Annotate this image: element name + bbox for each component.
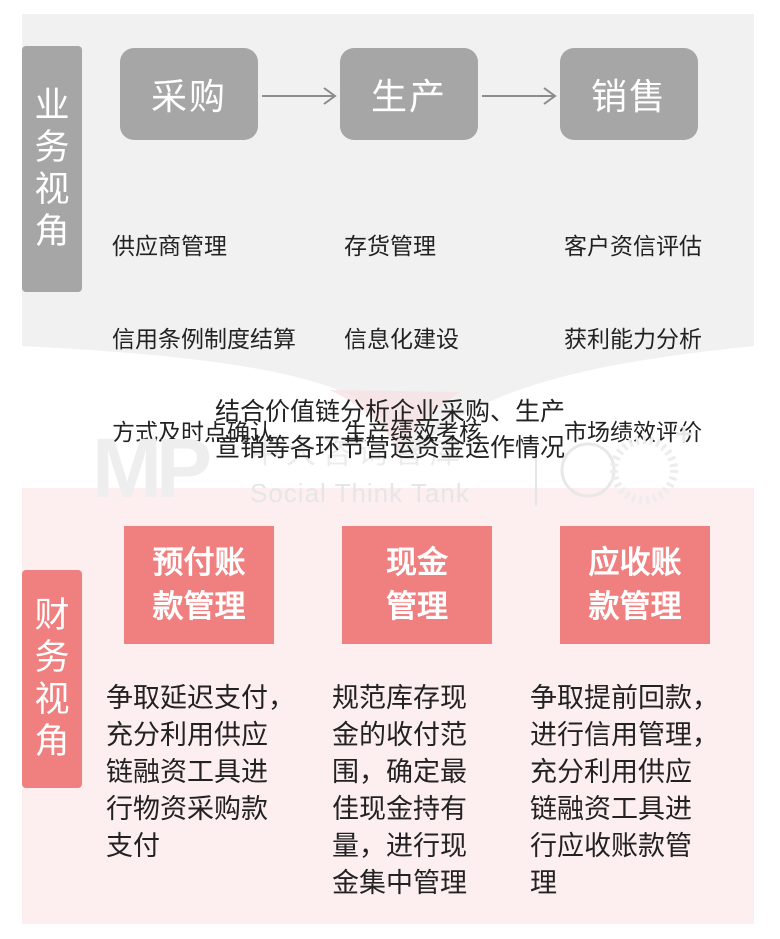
- business-perspective-label: 业 务 视 角: [22, 46, 82, 292]
- desc-line: 争取延迟支付，: [106, 683, 295, 714]
- desc-line: 链融资工具进: [530, 794, 692, 825]
- summary-text: 结合价值链分析企业采购、生产 宣销等各环节营运资金运作情况: [60, 394, 720, 466]
- list-item: 方式及时点确认: [112, 420, 273, 446]
- box-title-line: 预付账: [152, 545, 246, 581]
- side-char: 务: [34, 638, 70, 678]
- side-char: 业: [34, 86, 70, 126]
- side-char: 财: [34, 596, 70, 636]
- watermark-logo: MP: [92, 421, 212, 515]
- desc-line: 链融资工具进: [106, 757, 268, 788]
- funnel-connector: [22, 346, 754, 460]
- desc-line: 支付: [106, 831, 160, 862]
- watermark-chinese: 中大咨询智库: [250, 436, 466, 471]
- desc-line: 金的收付范: [332, 720, 467, 751]
- process-sales: 销售: [560, 48, 698, 140]
- desc-line: 进行信用管理，: [530, 720, 719, 751]
- list-item: 客户资信评估: [564, 234, 702, 260]
- list-item: 存货管理: [344, 234, 436, 260]
- box-title-line: 现金: [386, 545, 448, 581]
- summary-line: 宣销等各环节营运资金运作情况: [214, 433, 565, 462]
- process-production: 生产: [340, 48, 478, 140]
- desc-line: 金集中管理: [332, 868, 467, 899]
- watermark-english: Social Think Tank: [250, 478, 470, 508]
- arrow-right-icon: [262, 87, 337, 105]
- box-title-line: 管理: [386, 589, 448, 625]
- desc-line: 充分利用供应: [106, 720, 268, 751]
- box-title-line: 款管理: [152, 589, 246, 625]
- list-item: 信息化建设: [344, 327, 459, 353]
- desc-line: 规范库存现: [332, 683, 467, 714]
- cash-description: 规范库存现 金的收付范 围，确定最 佳现金持有 量，进行现 金集中管理: [332, 680, 467, 902]
- watermark-divider: [535, 440, 537, 506]
- box-title-line: 款管理: [588, 589, 682, 625]
- prepayment-management-box: 预付账 款管理: [124, 526, 274, 644]
- box-title-line: 应收账: [588, 545, 682, 581]
- prepayment-description: 争取延迟支付， 充分利用供应 链融资工具进 行物资采购款 支付: [106, 680, 295, 865]
- desc-line: 争取提前回款，: [530, 683, 719, 714]
- anniversary-mark-icon: [560, 426, 692, 504]
- side-char: 视: [34, 680, 70, 720]
- desc-line: 佳现金持有: [332, 794, 467, 825]
- receivables-management-box: 应收账 款管理: [560, 526, 710, 644]
- side-char: 角: [34, 212, 70, 252]
- desc-line: 行物资采购款: [106, 794, 268, 825]
- cash-management-box: 现金 管理: [342, 526, 492, 644]
- process-procurement: 采购: [120, 48, 258, 140]
- summary-line: 结合价值链分析企业采购、生产: [214, 397, 565, 426]
- arrow-right-icon: [482, 87, 557, 105]
- list-item: 获利能力分析: [564, 327, 702, 353]
- desc-line: 围，确定最: [332, 757, 467, 788]
- finance-perspective-label: 财 务 视 角: [22, 570, 82, 788]
- side-char: 角: [34, 722, 70, 762]
- desc-line: 理: [530, 868, 557, 899]
- side-char: 务: [34, 128, 70, 168]
- list-item: 信用条例制度结算: [112, 327, 296, 353]
- side-char: 视: [34, 170, 70, 210]
- receivables-description: 争取提前回款， 进行信用管理， 充分利用供应 链融资工具进 行应收账款管 理: [530, 680, 719, 902]
- desc-line: 行应收账款管: [530, 831, 692, 862]
- list-item: 供应商管理: [112, 234, 227, 260]
- desc-line: 量，进行现: [332, 831, 467, 862]
- desc-line: 充分利用供应: [530, 757, 692, 788]
- list-item: 生产绩效考核: [344, 420, 482, 446]
